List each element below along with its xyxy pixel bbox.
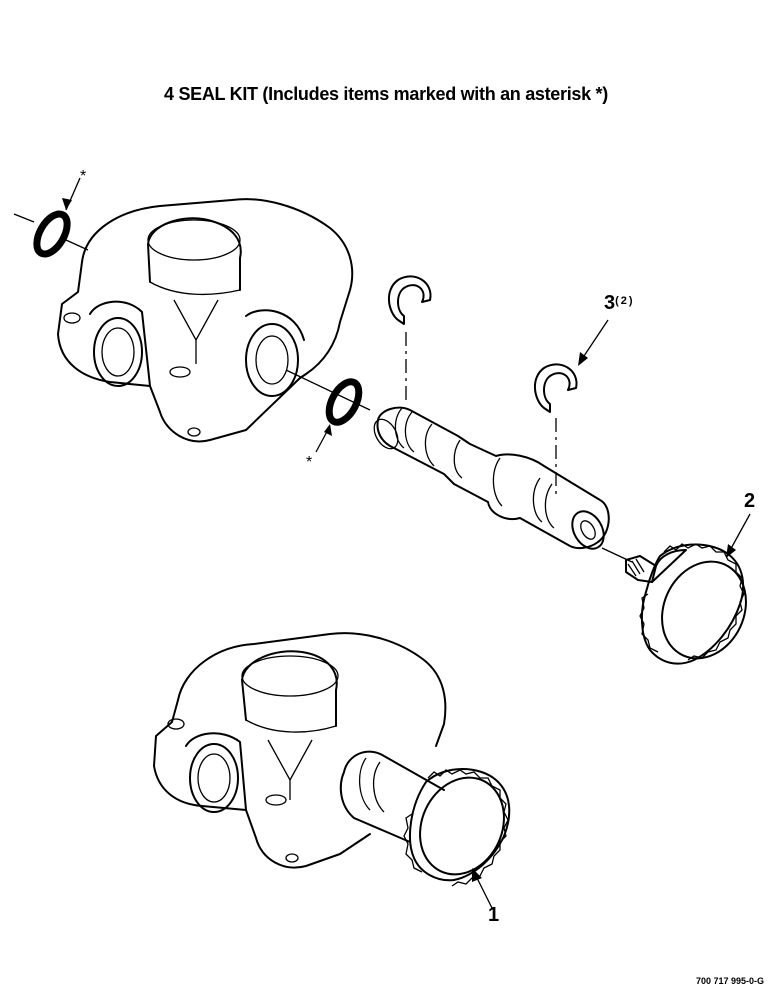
callout-item-3-number: 3 [604,292,616,314]
document-number: 700 717 995-0-G [695,976,764,986]
retaining-ring-1 [388,275,432,402]
callout-item-2: 2 [744,490,756,512]
spool-shaft [373,406,633,563]
seal-kit-title: 4 SEAL KIT (Includes items marked with a… [164,84,608,104]
o-ring-top [13,177,89,258]
callout-item-3: 3(2) [604,292,635,315]
callout-item-3-quantity: (2) [615,295,635,307]
asterisk-top: * [80,168,87,185]
o-ring-middle [315,378,363,453]
asterisk-middle: * [306,454,313,471]
valve-body-assembled [153,632,447,869]
valve-body-exploded [57,198,354,443]
knob-exploded [625,513,751,665]
callout-item-1: 1 [488,904,500,926]
knob-assembled [403,768,511,909]
retaining-ring-2 [534,319,609,494]
